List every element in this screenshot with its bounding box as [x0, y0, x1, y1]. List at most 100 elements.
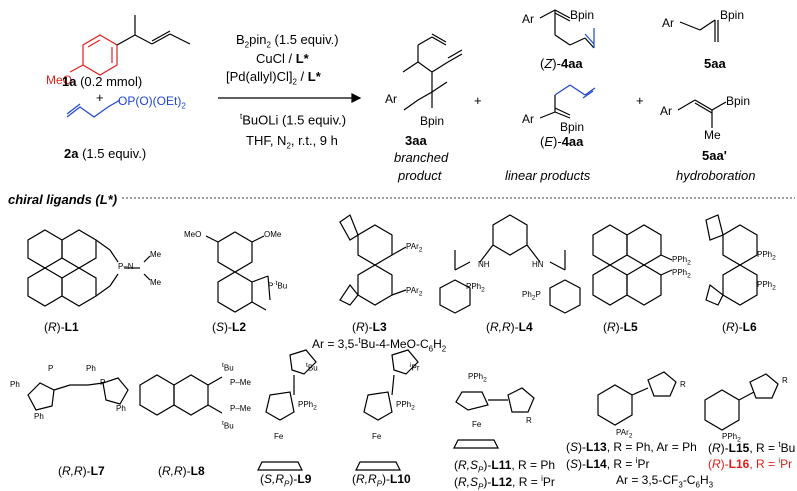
- ligand-L10-drawing: [355, 349, 419, 471]
- product-3aa: [402, 33, 463, 111]
- plus-sign-3: +: [636, 93, 644, 108]
- product-5aa-prime: [677, 99, 727, 128]
- ligand-L8-drawing: [139, 374, 223, 416]
- substrate-2a-phosphate: OP(O)(OEt)2: [118, 94, 186, 111]
- ligands-header: chiral ligands (L*): [8, 192, 122, 207]
- ligand-L4-nh: NH: [478, 260, 490, 269]
- ligand-L13-r: R: [680, 380, 686, 389]
- substrate-2a-chain: [66, 99, 121, 118]
- ligand-L7-drawing: [27, 377, 129, 411]
- condition-line-1: B2pin2 (1.5 equiv.): [236, 32, 339, 50]
- ligand-L3-drawing: [339, 214, 407, 306]
- substrate-2a-label: 2a (1.5 equiv.): [64, 146, 147, 161]
- ligand-L5-pph2-1: PPh2: [672, 255, 691, 267]
- ligand-L11-drawing: [453, 387, 535, 449]
- ligand-L10-ipr: iPr: [410, 362, 420, 373]
- ligand-L13-L14-drawing: [597, 371, 677, 426]
- ligand-L2-drawing: [205, 231, 271, 313]
- ligand-L16-label: (R)-L16, R = iPr: [708, 456, 793, 471]
- product-5aa-id: 5aa: [704, 56, 726, 71]
- ligand-L7-ph-2: Ph: [34, 412, 44, 421]
- ligand-L7-ph-4: Ph: [116, 404, 126, 413]
- product-Z-4aa: [539, 9, 595, 49]
- ligand-L11-fe: Fe: [472, 420, 482, 429]
- ligand-L8-p1: P–Me: [230, 378, 251, 387]
- linear-products-label: linear products: [505, 168, 591, 183]
- ligand-L9-fe: Fe: [274, 432, 284, 441]
- ligand-L14-label: (S)-L14, R = iPr: [566, 456, 650, 471]
- product-3aa-ar: Ar: [385, 92, 397, 106]
- ligand-L6-pph2-2: PPh2: [757, 280, 776, 292]
- ligand-L9-label: (S,RP)-L9: [260, 472, 312, 489]
- ligand-L2-label: (S)-L2: [212, 320, 247, 334]
- ligand-L7-ph-1: Ph: [10, 380, 20, 389]
- plus-sign-2: +: [474, 93, 482, 108]
- ligand-L8-tbu2: tBu: [222, 420, 234, 431]
- ligand-L13-label: (S)-L13, R = Ph, Ar = Ph: [566, 440, 697, 454]
- ligand-L10-pph2: PPh2: [396, 400, 415, 412]
- plus-sign-1: +: [96, 90, 104, 105]
- ligand-L11-pph2: PPh2: [468, 372, 487, 384]
- ligand-L15-r: R: [782, 376, 788, 385]
- product-e4aa-ar: Ar: [522, 112, 534, 126]
- product-e4aa-bpin: Bpin: [560, 120, 585, 134]
- product-z4aa-ar: Ar: [522, 12, 534, 26]
- condition-line-3: [Pd(allyl)Cl]2 / L*: [226, 69, 321, 87]
- ligand-L5-pph2-2: PPh2: [672, 268, 691, 280]
- product-5aa-prime-id: 5aa': [702, 148, 727, 163]
- ligand-L3-note: Ar = 3,5-tBu-4-MeO-C6H2: [312, 336, 447, 354]
- ligand-L8-tbu1: tBu: [222, 362, 234, 373]
- product-3aa-id: 3aa: [405, 133, 427, 148]
- ligand-L15-pph2: PPh2: [722, 432, 741, 444]
- product-3aa-desc-2: product: [398, 168, 442, 183]
- ligand-L4-drawing: [439, 214, 581, 314]
- ligand-L4-pph2-2: Ph2P: [522, 290, 541, 302]
- condition-line-5: THF, N2, r.t., 9 h: [246, 133, 338, 151]
- ligand-L1-me2: Me: [150, 278, 162, 287]
- ligand-L1-drawing: [27, 229, 151, 307]
- ligand-L9-tbu: tBu: [306, 362, 318, 373]
- ligand-L5-drawing: [592, 224, 673, 306]
- ligand-L14-note: Ar = 3,5-CF3-C6H3: [616, 473, 714, 490]
- condition-line-4: tBuOLi (1.5 equiv.): [240, 112, 347, 128]
- product-5aa: [679, 19, 719, 42]
- ligand-L4-pph2-1: PPh2: [466, 282, 485, 294]
- ligand-L15-L16-drawing: [704, 373, 779, 431]
- ligand-L6-pph2-1: PPh2: [757, 250, 776, 262]
- ligand-L2-meo: MeO: [184, 230, 202, 239]
- ligand-L3-par2-2: PAr2: [406, 286, 423, 298]
- ligand-L7-label: (R,R)-L7: [58, 464, 105, 478]
- ligand-L11-r: R: [526, 416, 532, 425]
- product-e4aa-id: (E)-4aa: [540, 134, 584, 149]
- product-3aa-desc-1: branched: [394, 150, 449, 165]
- ligand-L10-fe: Fe: [372, 432, 382, 441]
- product-5aa-prime-ar: Ar: [660, 104, 672, 118]
- product-5aa-bpin: Bpin: [720, 8, 745, 22]
- ligand-L9-drawing: [257, 349, 317, 471]
- ligand-L7-p1: P: [48, 364, 54, 373]
- ligand-L3-label: (R)-L3: [352, 320, 387, 334]
- ligand-L8-p2: P–Me: [230, 404, 251, 413]
- substrate-1a-ring: [82, 34, 118, 76]
- condition-line-2: CuCl / L*: [256, 51, 309, 66]
- ligand-L2-ome: OMe: [264, 230, 282, 239]
- ligand-L5-label: (R)-L5: [603, 320, 638, 334]
- ligand-L7-p2: P: [100, 378, 106, 387]
- ligand-L8-label: (R,R)-L8: [158, 464, 205, 478]
- ligand-L7-ph-3: Ph: [86, 364, 96, 373]
- substrate-1a-methoxy: MeO: [46, 73, 73, 87]
- ligand-L15-label: (R)-L15, R = tBu: [708, 440, 796, 455]
- ligand-L13-par2: PAr2: [616, 428, 633, 440]
- ligand-L3-par2-1: PAr2: [406, 242, 423, 254]
- product-5aa-ar: Ar: [662, 16, 674, 30]
- ligand-L1-label: (R)-L1: [44, 320, 79, 334]
- ligand-L6-label: (R)-L6: [722, 320, 757, 334]
- product-z4aa-id: (Z)-4aa: [540, 56, 583, 71]
- substrate-1a-label: 1a (0.2 mmol): [62, 74, 143, 89]
- ligand-L9-pph2: PPh2: [298, 400, 317, 412]
- ligand-L12-label: (R,SP)-L12, R = iPr: [454, 474, 555, 491]
- ligand-L2-p: P·tBu: [268, 280, 288, 291]
- product-z4aa-bpin: Bpin: [570, 8, 595, 22]
- product-E-4aa: [539, 84, 596, 119]
